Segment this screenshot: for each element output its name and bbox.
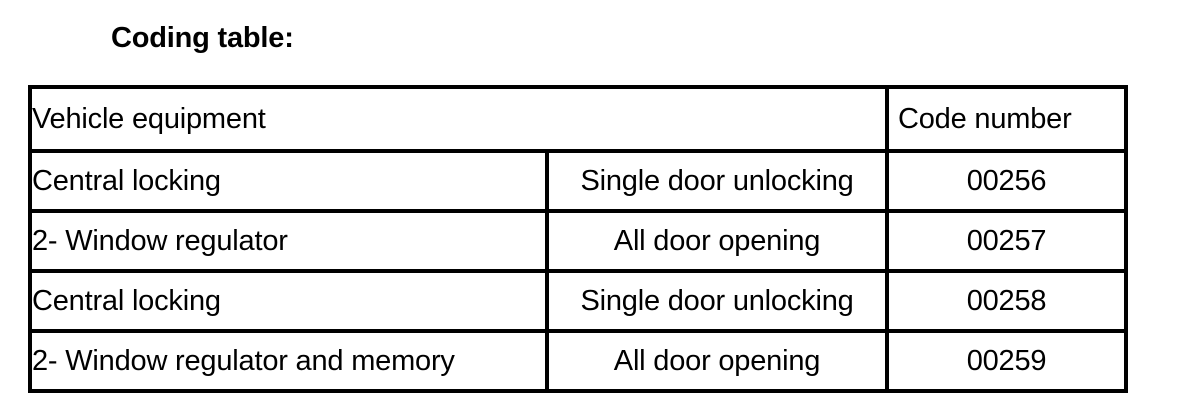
table-header-row: Vehicle equipment Code number bbox=[27, 85, 1129, 153]
cell-function: All door opening bbox=[544, 209, 890, 273]
column-header-vehicle-equipment: Vehicle equipment bbox=[27, 85, 890, 153]
cell-code-number: 00258 bbox=[885, 269, 1129, 333]
table-row: 2- Window regulator and memory All door … bbox=[28, 329, 1129, 393]
cell-equipment: 2- Window regulator bbox=[28, 209, 549, 273]
table-row: 2- Window regulator All door opening 002… bbox=[28, 209, 1129, 273]
page-title: Coding table: bbox=[111, 22, 294, 54]
cell-equipment: Central locking bbox=[28, 269, 549, 333]
table-row: Central locking Single door unlocking 00… bbox=[28, 269, 1129, 333]
cell-function: All door opening bbox=[544, 329, 890, 393]
cell-code-number: 00256 bbox=[885, 149, 1129, 213]
cell-code-number: 00259 bbox=[885, 329, 1129, 393]
column-header-code-number: Code number bbox=[885, 85, 1129, 153]
cell-equipment: 2- Window regulator and memory bbox=[28, 329, 549, 393]
cell-equipment: Central locking bbox=[28, 149, 549, 213]
cell-function: Single door unlocking bbox=[544, 149, 890, 213]
coding-table: Vehicle equipment Code number Central lo… bbox=[27, 85, 1129, 393]
cell-function: Single door unlocking bbox=[544, 269, 890, 333]
cell-code-number: 00257 bbox=[885, 209, 1129, 273]
table-row: Central locking Single door unlocking 00… bbox=[28, 149, 1129, 213]
table-body: Central locking Single door unlocking 00… bbox=[28, 149, 1129, 393]
